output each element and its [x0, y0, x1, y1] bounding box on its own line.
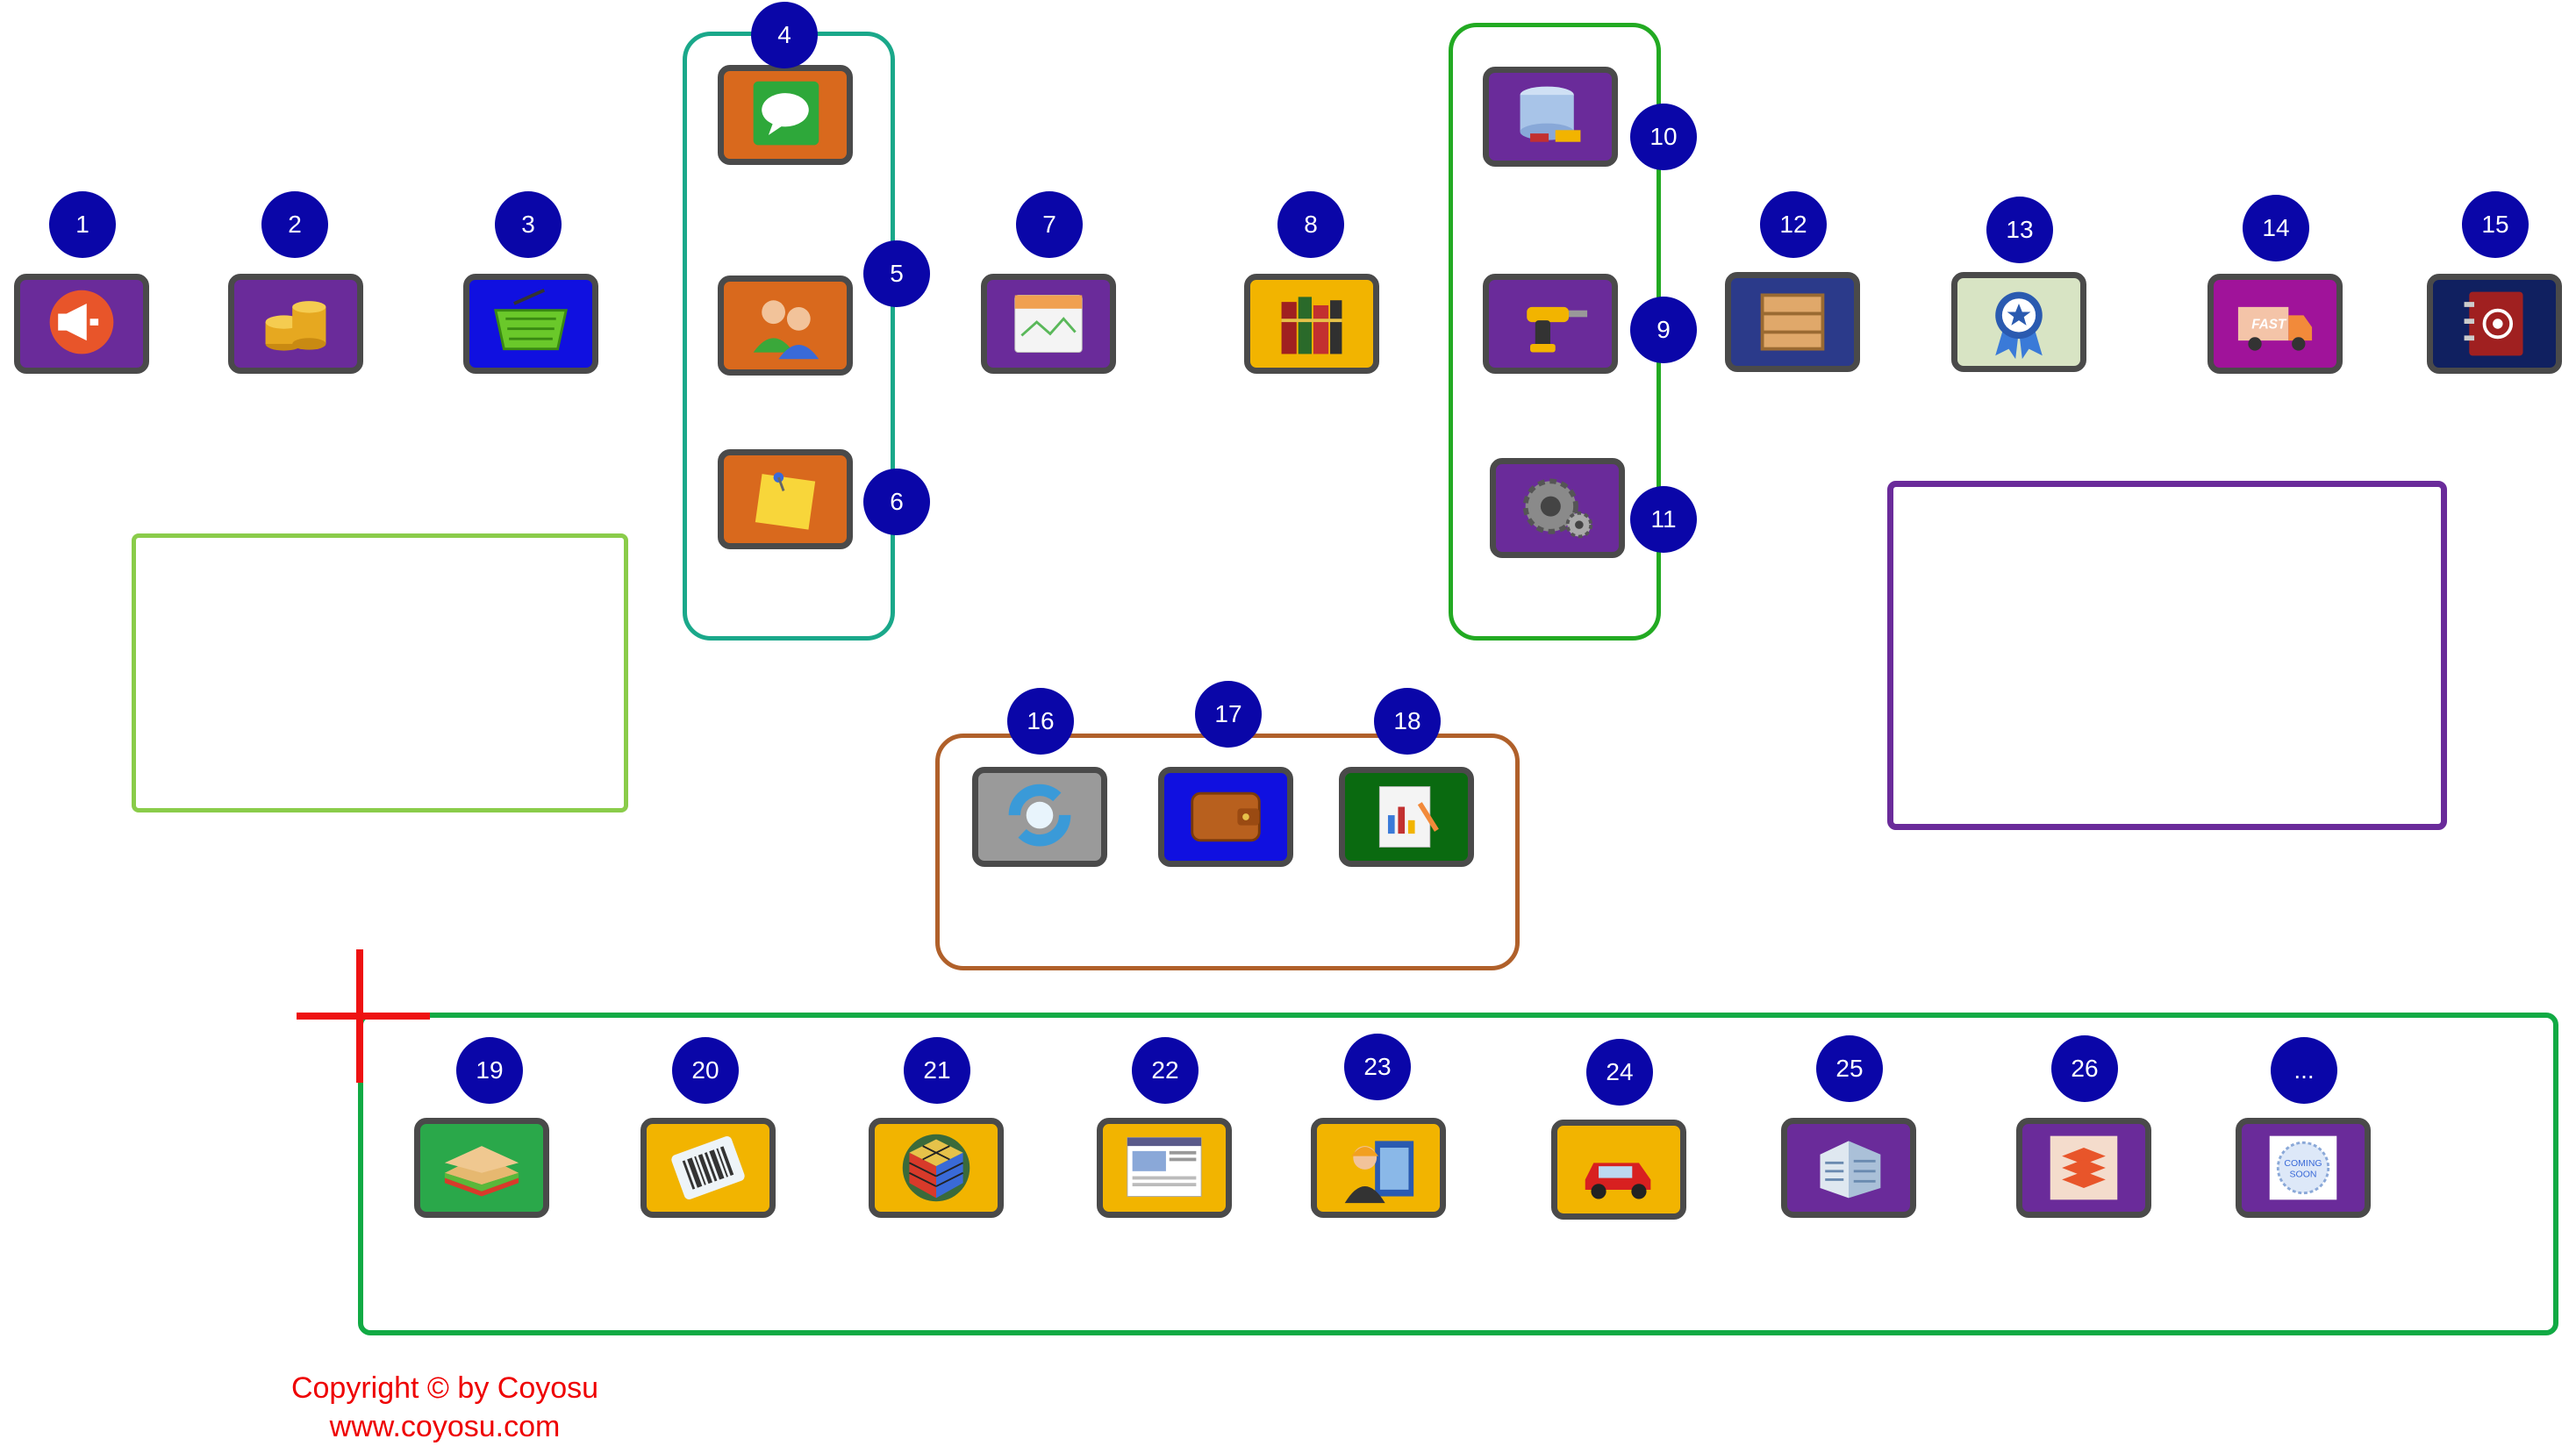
node-24[interactable] — [1551, 1120, 1686, 1220]
node-25[interactable] — [1781, 1118, 1916, 1218]
badge-more: ... — [2271, 1037, 2337, 1104]
badge-8: 8 — [1277, 191, 1344, 258]
web-page-icon — [1117, 1129, 1212, 1206]
badge-18: 18 — [1374, 688, 1441, 755]
badge-15: 15 — [2462, 191, 2529, 258]
users-icon — [738, 287, 833, 364]
node-18[interactable] — [1339, 767, 1474, 867]
rubik-cube-icon — [889, 1129, 984, 1206]
empty-box-right — [1887, 481, 2447, 830]
chat-bubble-icon — [738, 76, 833, 154]
badge-3: 3 — [495, 191, 562, 258]
crate-icon — [1745, 283, 1840, 361]
svg-text:FAST: FAST — [2251, 318, 2287, 333]
basket-icon — [483, 285, 578, 362]
node-9[interactable] — [1483, 274, 1618, 374]
node-16[interactable] — [972, 767, 1107, 867]
empty-box-left — [132, 533, 628, 812]
badge-25: 25 — [1816, 1035, 1883, 1102]
badge-20: 20 — [672, 1037, 739, 1104]
badge-16: 16 — [1007, 688, 1074, 755]
node-19[interactable] — [414, 1118, 549, 1218]
node-5[interactable] — [718, 276, 853, 376]
node-17[interactable] — [1158, 767, 1293, 867]
badge-22: 22 — [1132, 1037, 1199, 1104]
address-book-icon — [2447, 285, 2542, 362]
plus-horizontal — [297, 1013, 430, 1020]
building-icon — [1801, 1129, 1896, 1206]
delivery-truck-icon: FAST — [2228, 285, 2322, 362]
copyright-notice: Copyright © by Coyosu www.coyosu.com — [283, 1369, 607, 1446]
coins-icon — [248, 285, 343, 362]
badge-26: 26 — [2051, 1035, 2118, 1102]
node-21[interactable] — [869, 1118, 1004, 1218]
database-icon — [1503, 78, 1598, 155]
node-6[interactable] — [718, 449, 853, 549]
node-26[interactable] — [2016, 1118, 2151, 1218]
node-1[interactable] — [14, 274, 149, 374]
badge-13: 13 — [1986, 197, 2053, 263]
megaphone-icon — [34, 285, 129, 362]
refresh-cycle-icon — [992, 778, 1087, 855]
badge-11: 11 — [1630, 486, 1697, 553]
badge-17: 17 — [1195, 681, 1262, 748]
badge-9: 9 — [1630, 297, 1697, 363]
calendar-icon — [1001, 285, 1096, 362]
drill-icon — [1503, 285, 1598, 362]
award-ribbon-icon — [1971, 283, 2066, 361]
badge-6: 6 — [863, 469, 930, 535]
books-icon — [1264, 285, 1359, 362]
node-13[interactable] — [1951, 272, 2086, 372]
node-11[interactable] — [1490, 458, 1625, 558]
badge-10: 10 — [1630, 104, 1697, 170]
badge-1: 1 — [49, 191, 116, 258]
node-22[interactable] — [1097, 1118, 1232, 1218]
badge-5: 5 — [863, 240, 930, 307]
report-icon — [1359, 778, 1454, 855]
node-8[interactable] — [1244, 274, 1379, 374]
node-15[interactable] — [2427, 274, 2562, 374]
badge-14: 14 — [2243, 195, 2309, 261]
node-20[interactable] — [640, 1118, 776, 1218]
badge-7: 7 — [1016, 191, 1083, 258]
sticky-note-icon — [738, 461, 833, 538]
engineer-icon — [1331, 1129, 1426, 1206]
badge-2: 2 — [261, 191, 328, 258]
svg-text:COMING: COMING — [2284, 1158, 2322, 1169]
node-23[interactable] — [1311, 1118, 1446, 1218]
badge-23: 23 — [1344, 1034, 1411, 1100]
plus-vertical — [356, 949, 363, 1083]
node-14[interactable]: FAST — [2207, 274, 2343, 374]
badge-19: 19 — [456, 1037, 523, 1104]
node-7[interactable] — [981, 274, 1116, 374]
website-link[interactable]: www.coyosu.com — [329, 1410, 561, 1443]
node-3[interactable] — [463, 274, 598, 374]
bottom-group-frame — [358, 1013, 2558, 1335]
svg-text:SOON: SOON — [2290, 1170, 2317, 1180]
sandwich-icon — [434, 1129, 529, 1206]
node-4[interactable] — [718, 65, 853, 165]
barcode-icon — [661, 1129, 755, 1206]
node-12[interactable] — [1725, 272, 1860, 372]
gears-icon — [1510, 469, 1605, 547]
badge-24: 24 — [1586, 1039, 1653, 1106]
layers-icon — [2036, 1129, 2131, 1206]
copyright-line: Copyright © by Coyosu — [290, 1371, 599, 1405]
node-2[interactable] — [228, 274, 363, 374]
badge-21: 21 — [904, 1037, 970, 1104]
badge-4: 4 — [751, 2, 818, 68]
wallet-icon — [1178, 778, 1273, 855]
node-10[interactable] — [1483, 67, 1618, 167]
badge-12: 12 — [1760, 191, 1827, 258]
car-icon — [1571, 1131, 1666, 1208]
